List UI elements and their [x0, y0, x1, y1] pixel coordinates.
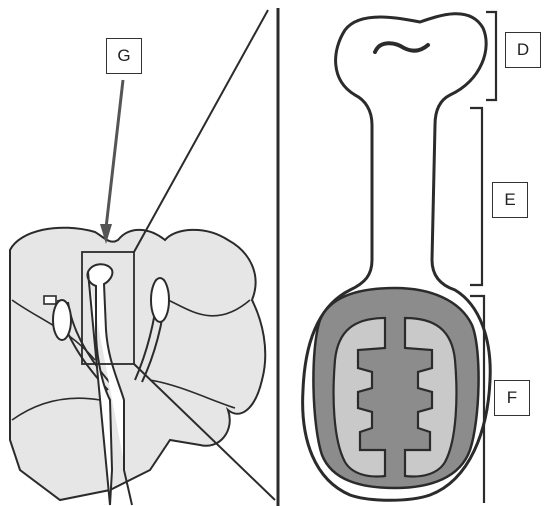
bracket-d — [486, 12, 496, 100]
flower-petals — [10, 228, 265, 500]
label-g: G — [106, 38, 142, 74]
label-f: F — [494, 380, 530, 416]
pistil-enlarged — [303, 14, 491, 501]
arrow-g — [100, 80, 123, 244]
zoom-line-top — [134, 10, 268, 252]
anther-right — [151, 278, 169, 322]
label-d: D — [505, 32, 541, 68]
label-e: E — [492, 182, 528, 218]
bracket-e — [470, 108, 482, 285]
anther-left — [53, 300, 71, 340]
